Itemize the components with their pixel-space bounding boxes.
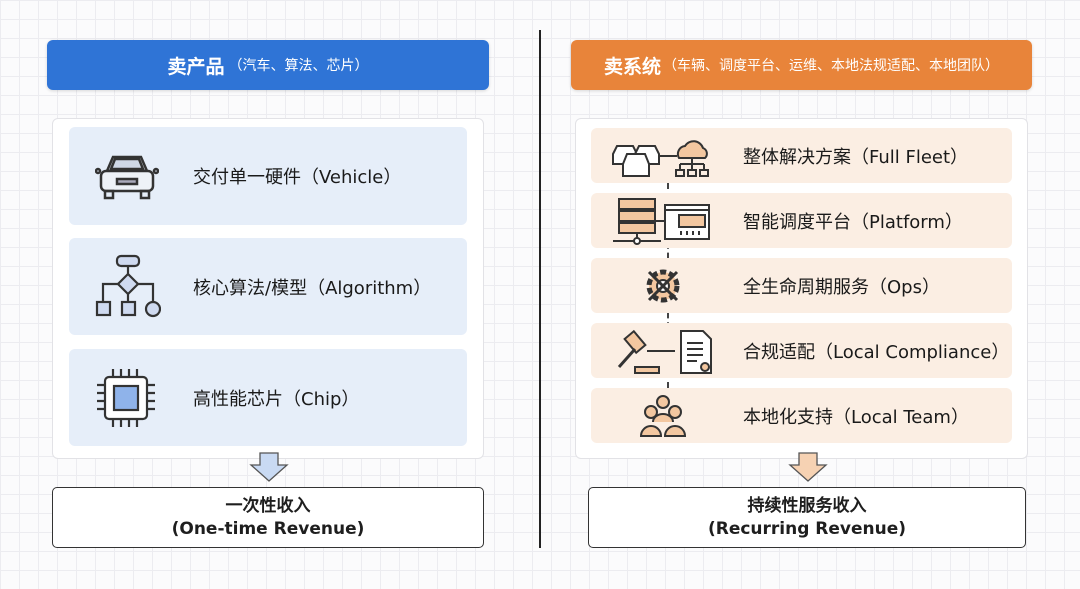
item-vehicle: 交付单一硬件（Vehicle） bbox=[69, 127, 467, 225]
header-title: 卖产品 bbox=[167, 55, 225, 78]
item-label: 智能调度平台（Platform） bbox=[743, 211, 963, 233]
item-algorithm: 核心算法/模型（Algorithm） bbox=[69, 238, 467, 335]
item-ops: 全生命周期服务（Ops） bbox=[591, 258, 1012, 313]
divider bbox=[539, 30, 541, 548]
item-chip: 高性能芯片（Chip） bbox=[69, 349, 467, 446]
item-label: 高性能芯片（Chip） bbox=[193, 388, 360, 410]
sell-systems-header: 卖系统 （车辆、调度平台、运维、本地法规适配、本地团队） bbox=[571, 40, 1032, 90]
item-full-fleet: 整体解决方案（Full Fleet） bbox=[591, 128, 1012, 183]
chip-icon bbox=[95, 367, 161, 429]
result-subtitle: (One-time Revenue) bbox=[171, 518, 365, 539]
item-label: 核心算法/模型（Algorithm） bbox=[193, 277, 432, 299]
one-time-revenue-box: 一次性收入 (One-time Revenue) bbox=[52, 487, 484, 548]
result-subtitle: (Recurring Revenue) bbox=[707, 518, 907, 539]
gavel-document-icon bbox=[605, 327, 721, 375]
flowchart-icon bbox=[95, 254, 161, 320]
server-dashboard-icon bbox=[605, 197, 721, 245]
gear-tools-icon bbox=[605, 262, 721, 310]
item-platform: 智能调度平台（Platform） bbox=[591, 193, 1012, 248]
item-label: 整体解决方案（Full Fleet） bbox=[743, 146, 969, 168]
item-label: 交付单一硬件（Vehicle） bbox=[193, 167, 402, 188]
down-arrow-icon bbox=[249, 452, 289, 482]
fleet-cloud-icon bbox=[605, 132, 721, 180]
item-label: 本地化支持（Local Team） bbox=[743, 406, 969, 428]
item-local-team: 本地化支持（Local Team） bbox=[591, 388, 1012, 443]
header-subtitle: （车辆、调度平台、运维、本地法规适配、本地团队） bbox=[663, 58, 999, 74]
header-title: 卖系统 bbox=[603, 55, 661, 78]
recurring-revenue-box: 持续性服务收入 (Recurring Revenue) bbox=[588, 487, 1026, 548]
item-label: 合规适配（Local Compliance） bbox=[743, 341, 1010, 363]
sell-products-header: 卖产品 （汽车、算法、芯片） bbox=[47, 40, 489, 90]
item-label: 全生命周期服务（Ops） bbox=[743, 276, 940, 298]
car-icon bbox=[95, 151, 161, 201]
team-icon bbox=[605, 392, 721, 440]
header-subtitle: （汽车、算法、芯片） bbox=[228, 58, 369, 74]
down-arrow-icon bbox=[788, 452, 828, 482]
item-compliance: 合规适配（Local Compliance） bbox=[591, 323, 1012, 378]
result-title: 持续性服务收入 bbox=[747, 495, 867, 516]
result-title: 一次性收入 bbox=[225, 495, 311, 516]
